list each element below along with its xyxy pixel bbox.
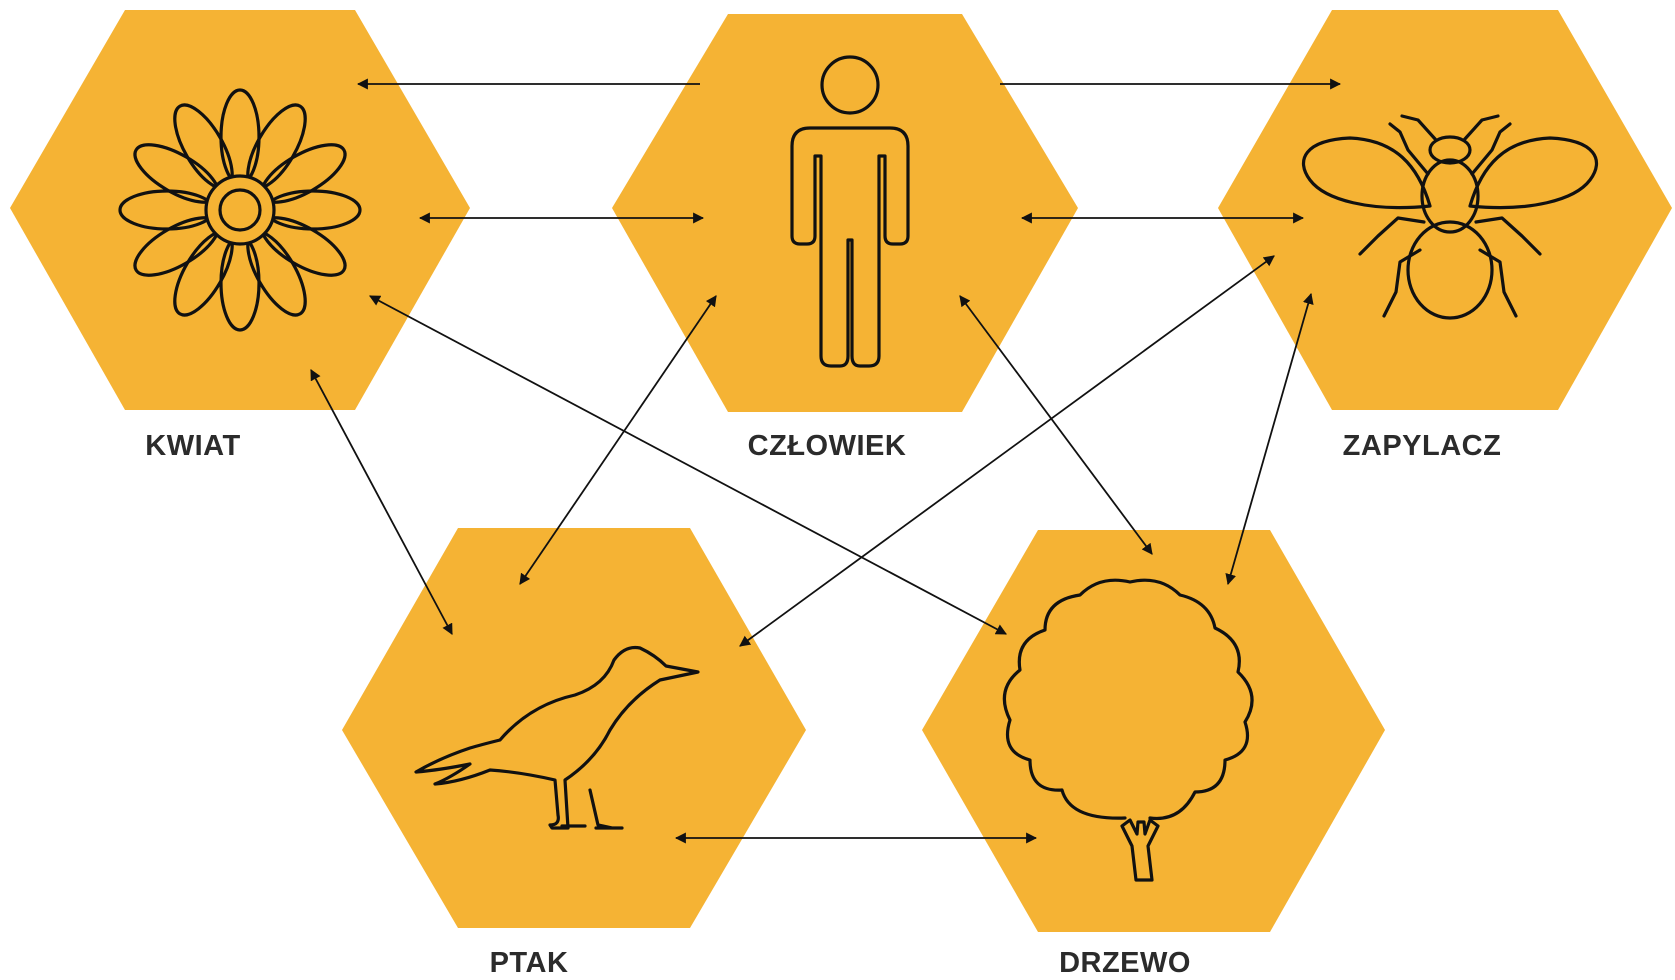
ptak-hexagon	[342, 528, 806, 928]
zapylacz-hexagon	[1218, 10, 1672, 410]
arrow-czlowiek-drzewo	[959, 295, 1153, 555]
czlowiek-hexagon	[612, 14, 1078, 412]
arrow-czlowiek-ptak	[519, 295, 717, 585]
drzewo-label: DRZEWO	[1059, 947, 1191, 979]
bird-icon	[414, 645, 700, 830]
arrow-zapylacz-drzewo	[1225, 292, 1314, 586]
czlowiek-label: CZŁOWIEK	[748, 430, 907, 462]
flower-icon	[118, 88, 362, 332]
arrow-zapylacz-ptak	[739, 255, 1275, 647]
drzewo-hexagon	[922, 530, 1385, 932]
bee-icon	[1301, 114, 1599, 320]
ptak-label: PTAK	[490, 947, 569, 979]
arrow-kwiat-ptak	[310, 369, 453, 635]
person-icon	[790, 55, 910, 368]
connections	[310, 78, 1342, 844]
zapylacz-label: ZAPYLACZ	[1343, 430, 1502, 462]
kwiat-label: KWIAT	[145, 430, 240, 462]
